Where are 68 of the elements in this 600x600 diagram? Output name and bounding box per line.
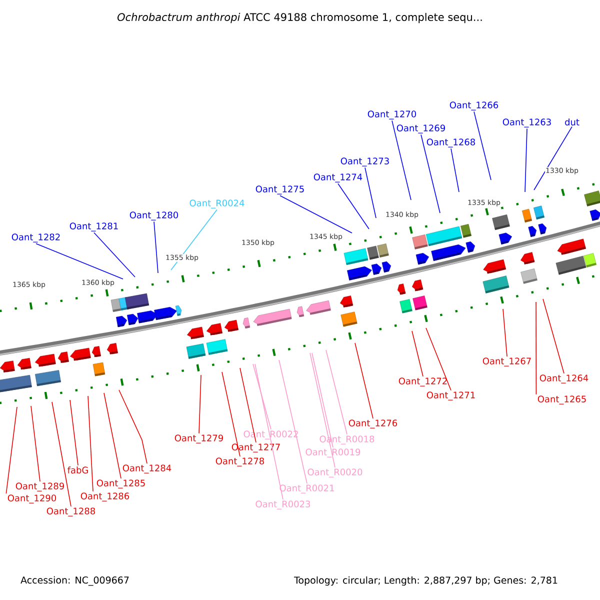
leader-line	[534, 126, 572, 190]
gene-label: Oant_1264	[540, 374, 588, 384]
leader-line	[36, 243, 124, 280]
leader-line	[426, 328, 452, 391]
leader-line	[280, 195, 352, 234]
leader-line	[392, 120, 412, 200]
gene-label: Oant_1278	[216, 458, 264, 466]
title: Ochrobactrum anthropi ATCC 49188 chromosome 1, complete sequ...	[117, 12, 482, 24]
gene-label: Oant_1281	[70, 222, 118, 232]
leader-line	[94, 232, 136, 278]
leader-line	[474, 111, 492, 180]
gene-label: Oant_1275	[256, 186, 304, 194]
leader-line	[88, 396, 94, 492]
leader-line	[254, 364, 284, 500]
leader-line	[536, 302, 537, 395]
gene-label: Oant_1274	[314, 174, 362, 182]
leader-line	[6, 406, 18, 494]
leader-line	[278, 360, 308, 484]
leader-line	[104, 392, 122, 479]
gene-label: Oant_1268	[426, 138, 475, 148]
leader-line	[52, 402, 72, 507]
leader-line	[312, 352, 334, 448]
gene-label: Oant_1272	[398, 378, 447, 386]
gene-label: Oant_1286	[80, 492, 130, 502]
leader-line	[524, 128, 528, 192]
leader-line	[30, 406, 40, 482]
gene-label: Oant_1280	[130, 212, 178, 220]
leader-line	[118, 390, 148, 464]
leader-line	[310, 352, 336, 468]
gene-label: Oant_1273	[340, 158, 389, 166]
gene-label: Oant_1276	[348, 420, 398, 428]
gene-label: Oant_1271	[426, 392, 475, 400]
gene-label: Oant_1265	[538, 396, 586, 404]
gene-label: Oant_1290	[8, 494, 56, 504]
gene-label: Oant_R0024	[190, 200, 244, 208]
leader-line	[252, 364, 272, 430]
leader-line	[170, 209, 218, 270]
leader-line	[364, 167, 376, 218]
leader-line	[198, 374, 202, 434]
gene-label: dut	[565, 118, 580, 126]
leader-line	[154, 221, 158, 274]
gene-label: Oant_R0023	[256, 500, 310, 510]
footer-text: Topology: circular; Length: 2,887,297 bp; Genes: 2,781	[294, 576, 558, 586]
gene-label: Oant_R0020	[308, 468, 362, 478]
leader-line	[326, 350, 348, 435]
leader-line	[70, 400, 78, 466]
gene-label: Oant_1269	[396, 124, 445, 134]
gene-label: Oant_1266	[450, 102, 498, 110]
gene-label: Oant_1289	[16, 482, 64, 492]
gene-label: Oant_1282	[12, 234, 60, 242]
gene-label: fabG	[68, 466, 88, 474]
gene-label: Oant_1267	[482, 358, 531, 366]
leader-line	[502, 308, 508, 357]
gene-label: Oant_1279	[174, 434, 223, 444]
leader-line	[450, 148, 460, 192]
gene-label: Oant_1270	[368, 110, 416, 120]
leader-line	[420, 134, 440, 214]
gene-label: Oant_1284	[122, 464, 172, 474]
leader-line	[354, 342, 374, 419]
footer-text: Accession: NC_009667	[20, 576, 129, 586]
leader-line	[222, 372, 240, 457]
leader-line	[338, 183, 370, 230]
leader-line	[412, 330, 424, 377]
leader-line	[542, 298, 564, 374]
leader-line	[240, 368, 256, 443]
gene-label: Oant_1285	[96, 480, 145, 488]
gene-label: Oant_1288	[46, 508, 95, 516]
gene-label: Oant_1263	[502, 118, 551, 128]
